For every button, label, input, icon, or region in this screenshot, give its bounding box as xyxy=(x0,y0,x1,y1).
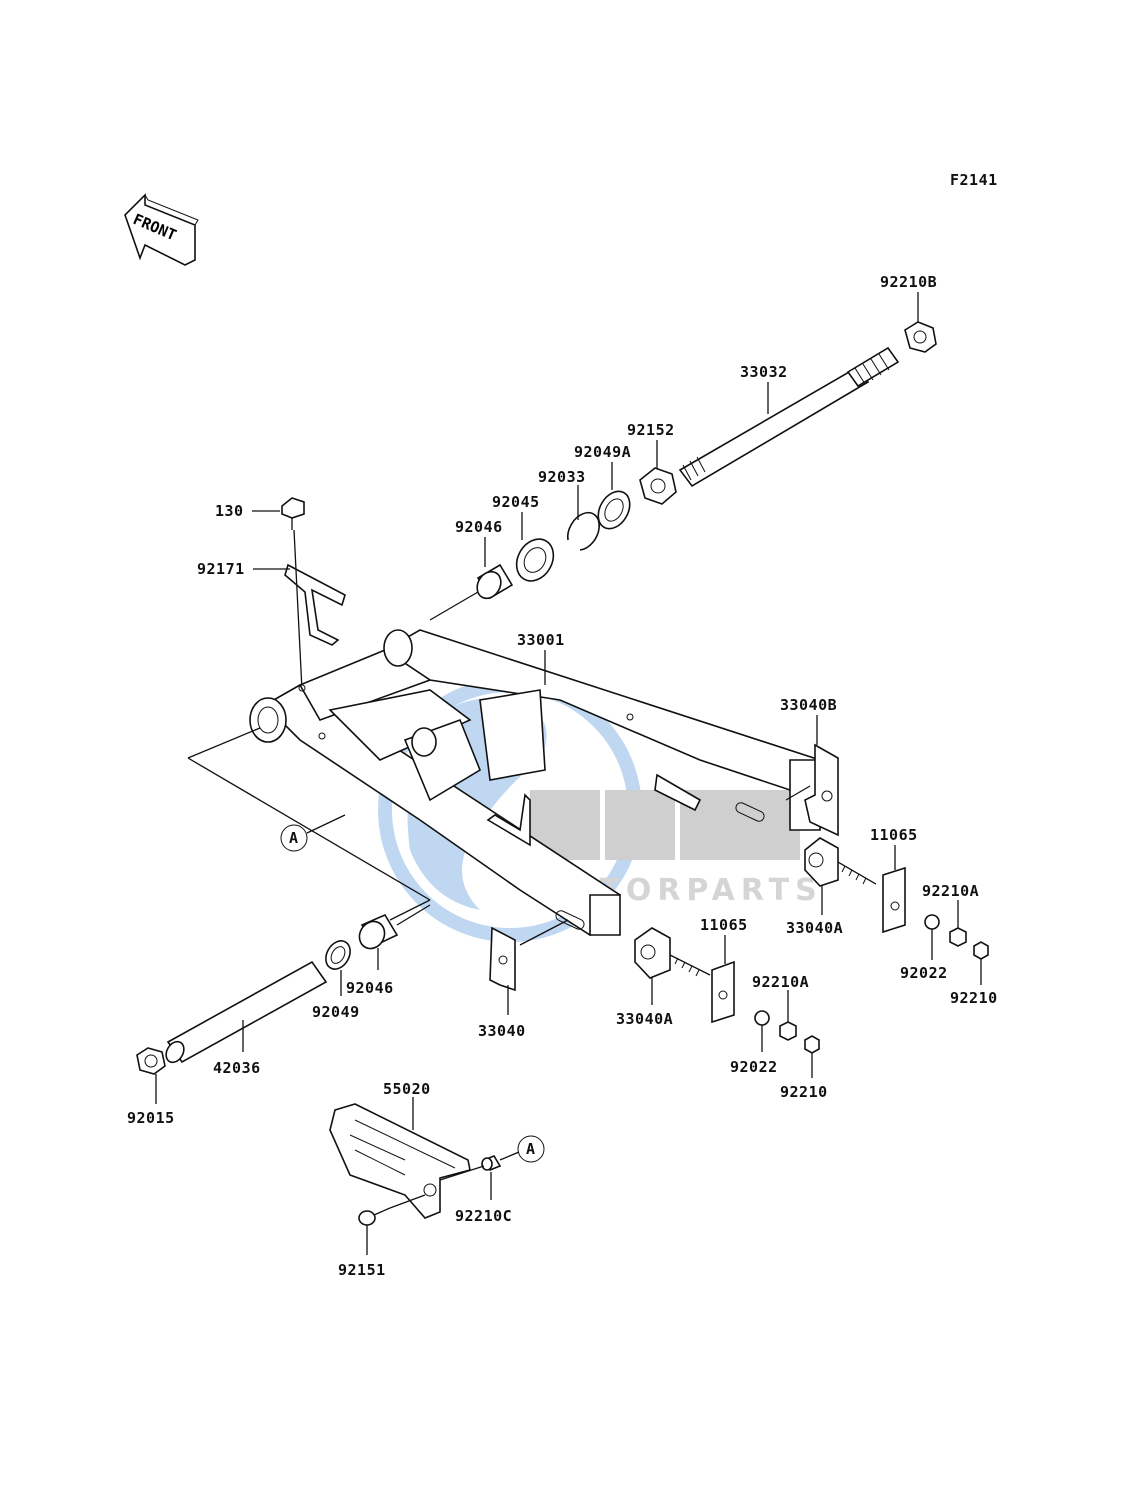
collar-92210C xyxy=(481,1155,502,1171)
label-11065-mid: 11065 xyxy=(700,916,748,934)
label-11065-right: 11065 xyxy=(870,826,918,844)
circlip-92033 xyxy=(566,511,600,551)
pivot-shaft-42036 xyxy=(165,960,328,1064)
label-92210-right: 92210 xyxy=(950,989,998,1007)
ref-marker-a-bottom-label: A xyxy=(526,1140,536,1158)
label-33032: 33032 xyxy=(740,363,788,381)
front-arrow-icon: FRONT xyxy=(124,193,199,266)
label-33040: 33040 xyxy=(478,1022,526,1040)
axle-33032 xyxy=(678,346,900,488)
label-92210C: 92210C xyxy=(455,1207,512,1225)
nut-92210B xyxy=(904,321,937,353)
label-130: 130 xyxy=(215,502,244,520)
label-92171: 92171 xyxy=(197,560,245,578)
label-92015: 92015 xyxy=(127,1109,175,1127)
nut-92015 xyxy=(136,1047,166,1075)
label-92210-mid: 92210 xyxy=(780,1083,828,1101)
ref-marker-a-top xyxy=(280,824,308,852)
plate-11065-mid xyxy=(711,960,735,1024)
nut-92210-mid xyxy=(804,1035,820,1054)
label-92022-mid: 92022 xyxy=(730,1058,778,1076)
needle-bearing-92046-top xyxy=(476,563,514,600)
label-92151: 92151 xyxy=(338,1261,386,1279)
label-92022-right: 92022 xyxy=(900,964,948,982)
adjuster-33040A-right xyxy=(804,837,877,887)
chain-slider-55020 xyxy=(329,1103,471,1219)
bearing-92045 xyxy=(515,538,555,582)
ref-marker-a-bottom xyxy=(517,1135,545,1163)
label-92046-bottom: 92046 xyxy=(346,979,394,997)
nut-92210-right xyxy=(973,941,989,960)
label-92210A-right: 92210A xyxy=(922,882,979,900)
label-92210B: 92210B xyxy=(880,273,937,291)
plate-33040 xyxy=(489,926,516,992)
bolt-130 xyxy=(281,497,305,530)
collar-92049 xyxy=(325,940,351,970)
plate-11065-right xyxy=(882,866,906,934)
clamp-92171 xyxy=(284,563,346,646)
label-92210A-mid: 92210A xyxy=(752,973,809,991)
label-33040A-right: 33040A xyxy=(786,919,843,937)
swingarm-33001 xyxy=(249,629,822,937)
plate-33040B xyxy=(804,743,839,837)
label-92049: 92049 xyxy=(312,1003,360,1021)
washer-92022-mid xyxy=(754,1010,770,1026)
needle-bearing-92046-bottom xyxy=(358,913,399,950)
ref-marker-a-top-label: A xyxy=(289,829,299,847)
washer-92022-right xyxy=(924,914,940,930)
label-92152: 92152 xyxy=(627,421,675,439)
bolt-92151 xyxy=(358,1207,391,1226)
figure-code: F2141 xyxy=(950,171,998,189)
label-92049A: 92049A xyxy=(574,443,631,461)
nut-92210A-mid xyxy=(779,1021,797,1041)
label-42036: 42036 xyxy=(213,1059,261,1077)
label-92045: 92045 xyxy=(492,493,540,511)
adjuster-33040A-mid xyxy=(634,927,711,979)
label-33040A-mid: 33040A xyxy=(616,1010,673,1028)
label-55020: 55020 xyxy=(383,1080,431,1098)
label-92046-top: 92046 xyxy=(455,518,503,536)
nut-92210A-right xyxy=(949,927,967,947)
label-92033: 92033 xyxy=(538,468,586,486)
nut-92152 xyxy=(639,467,677,505)
label-33001: 33001 xyxy=(517,631,565,649)
label-33040B: 33040B xyxy=(780,696,837,714)
